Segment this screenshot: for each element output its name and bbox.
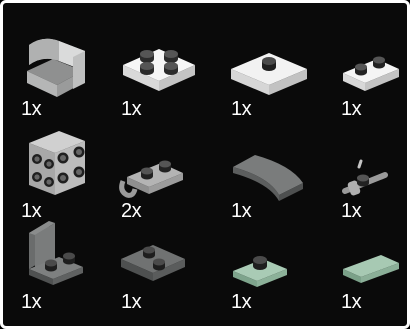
quantity-label: 1x: [231, 292, 251, 312]
part-item: 1x: [19, 123, 119, 223]
quantity-label: 1x: [121, 292, 141, 312]
part-item: 1x: [229, 25, 329, 125]
part-item: 1x: [19, 25, 119, 125]
quantity-label: 1x: [21, 99, 41, 119]
part-item: 1x: [339, 213, 410, 313]
part-item: 1x: [119, 213, 219, 313]
part-item: 1x: [119, 25, 219, 125]
quantity-label: 1x: [231, 99, 251, 119]
quantity-label: 1x: [121, 99, 141, 119]
part-item: 2x: [119, 123, 219, 223]
part-item: 1x: [339, 25, 410, 125]
part-item: 1x: [229, 213, 329, 313]
quantity-label: 1x: [341, 292, 361, 312]
quantity-label: 1x: [21, 292, 41, 312]
part-item: 1x: [229, 123, 329, 223]
quantity-label: 1x: [341, 99, 361, 119]
part-item: 1x: [339, 123, 410, 223]
part-item: 1x: [19, 213, 119, 313]
